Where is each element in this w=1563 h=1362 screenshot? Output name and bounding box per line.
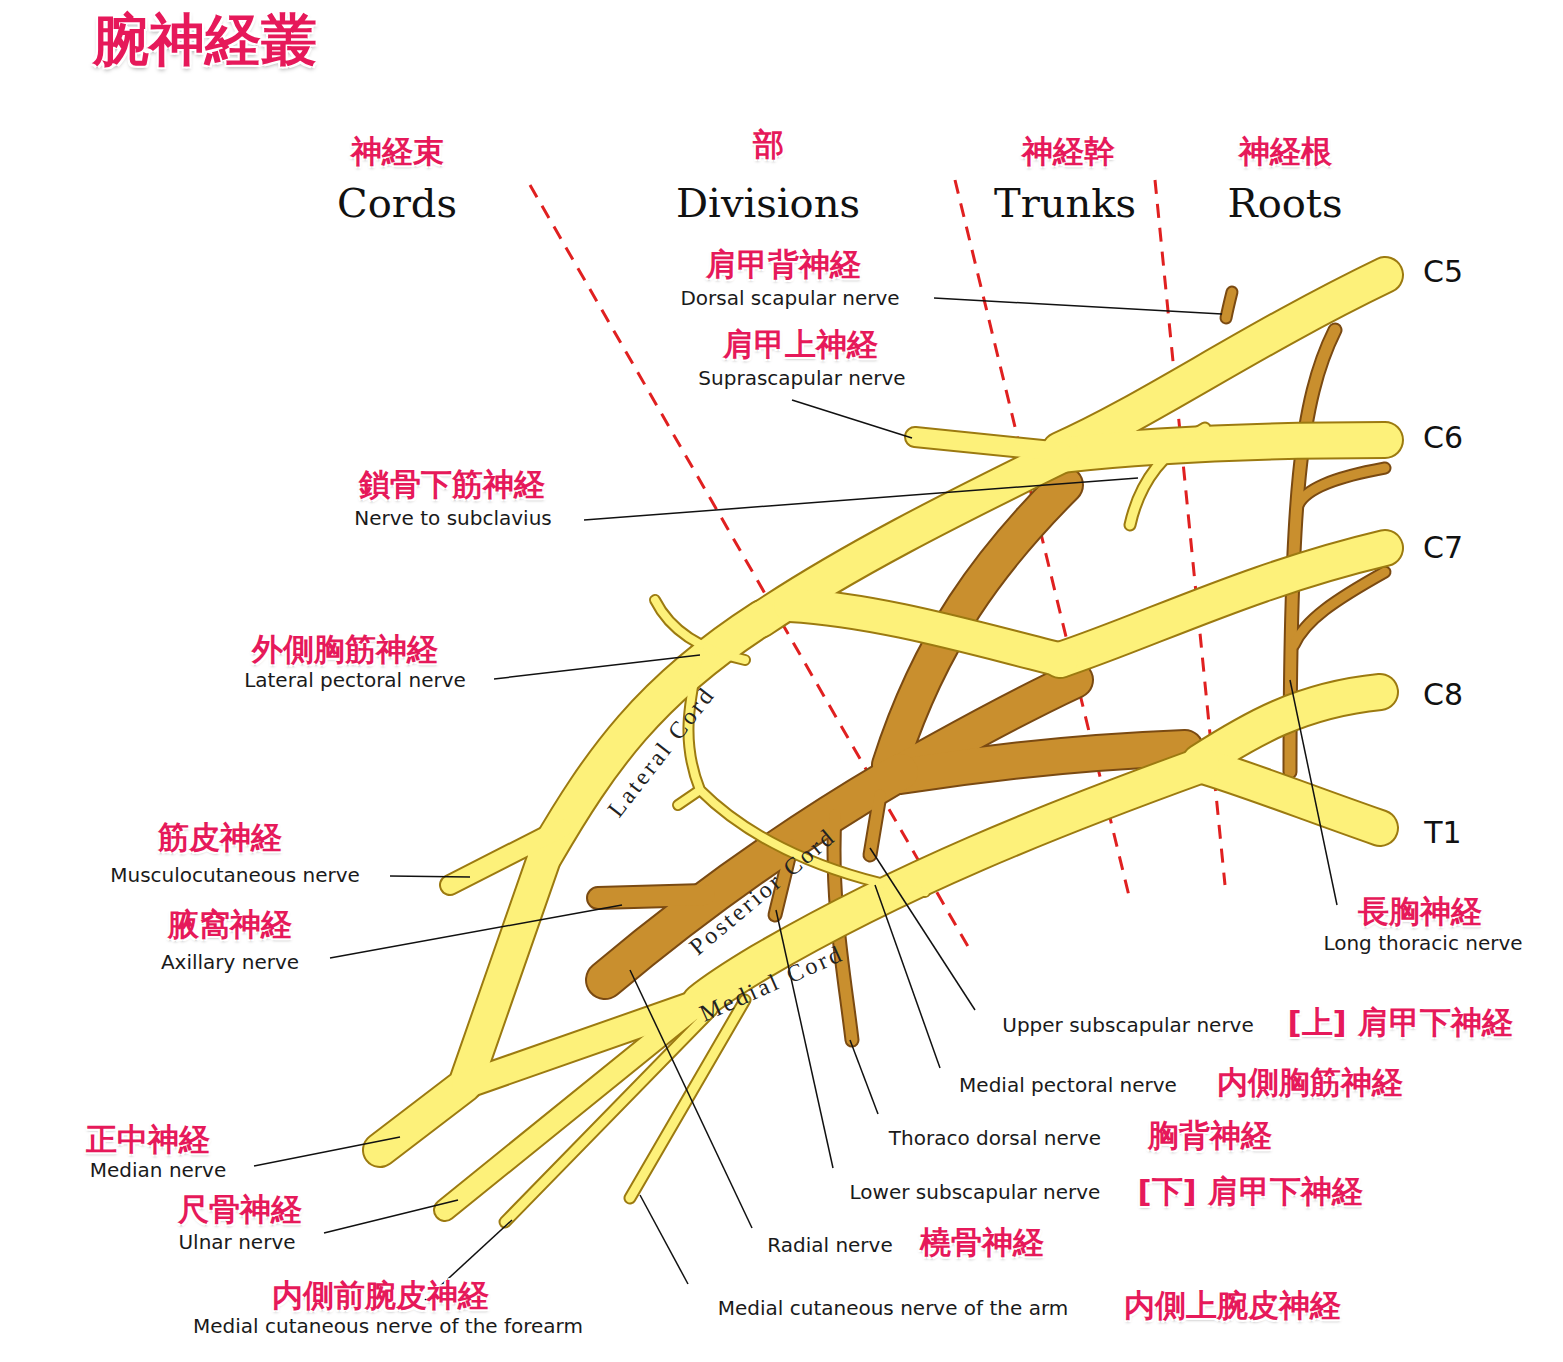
nerve-name: Median nerve (90, 1159, 226, 1182)
nerve-name: [上] 肩甲下神経 (1287, 1005, 1512, 1041)
nerve-name: Axillary nerve (161, 951, 299, 974)
nerve-name: Long thoracic nerve (1323, 932, 1522, 955)
root-label: C8 (1423, 678, 1463, 713)
section-heading: 神経幹 (1022, 134, 1115, 170)
nerve-name: 肩甲上神経 (723, 327, 878, 363)
nerve-name: Lower subscapular nerve (850, 1181, 1101, 1204)
section-heading: Trunks (994, 180, 1136, 226)
root-label: C7 (1423, 531, 1463, 566)
section-heading: 神経根 (1239, 134, 1332, 170)
nerve-name: Radial nerve (767, 1234, 892, 1257)
nerve-name: Lateral pectoral nerve (244, 669, 466, 692)
nerve-name: 正中神経 (86, 1122, 210, 1158)
nerve-name: 内側前腕皮神経 (272, 1278, 489, 1314)
section-line (530, 180, 1225, 950)
root-label: C6 (1423, 421, 1463, 456)
nerve-name: 胸背神経 (1148, 1118, 1272, 1154)
nerve-name: 内側胸筋神経 (1217, 1065, 1403, 1101)
leader-line (254, 298, 1337, 1300)
nerve-name: 外側胸筋神経 (252, 632, 438, 668)
nerve-name: 長胸神経 (1358, 894, 1482, 930)
nerve-name: 腋窩神経 (168, 907, 292, 943)
root-label: C5 (1423, 255, 1463, 290)
nerve-name: 尺骨神経 (178, 1192, 302, 1228)
diagram-title: 腕神経叢 (93, 8, 317, 72)
nerve-name: Thoraco dorsal nerve (889, 1127, 1101, 1150)
nerve-name: Nerve to subclavius (354, 507, 552, 530)
nerve-name: Dorsal scapular nerve (680, 287, 899, 310)
nerve-name: Musculocutaneous nerve (110, 864, 360, 887)
nerve-name: Upper subscapular nerve (1002, 1014, 1253, 1037)
section-heading: Cords (337, 180, 457, 226)
nerve-name: Ulnar nerve (178, 1231, 295, 1254)
nerve-name: Medial cutaneous nerve of the arm (718, 1297, 1069, 1320)
nerve-name: 肩甲背神経 (706, 247, 861, 283)
nerve-name: [下] 肩甲下神経 (1137, 1174, 1362, 1210)
section-heading: 神経束 (351, 134, 444, 170)
nerve-name: Medial pectoral nerve (959, 1074, 1177, 1097)
nerve-name: Medial cutaneous nerve of the forearm (193, 1315, 583, 1338)
section-heading: Roots (1228, 180, 1343, 226)
nerve-name: 内側上腕皮神経 (1124, 1288, 1341, 1324)
section-heading: 部 (753, 127, 784, 163)
nerve-name: Suprascapular nerve (698, 367, 905, 390)
nerve-name: 筋皮神経 (158, 820, 282, 856)
root-label: T1 (1424, 816, 1461, 851)
section-heading: Divisions (676, 180, 860, 226)
nerve-name: 鎖骨下筋神経 (359, 467, 545, 503)
nerve-name: 橈骨神経 (920, 1225, 1044, 1261)
